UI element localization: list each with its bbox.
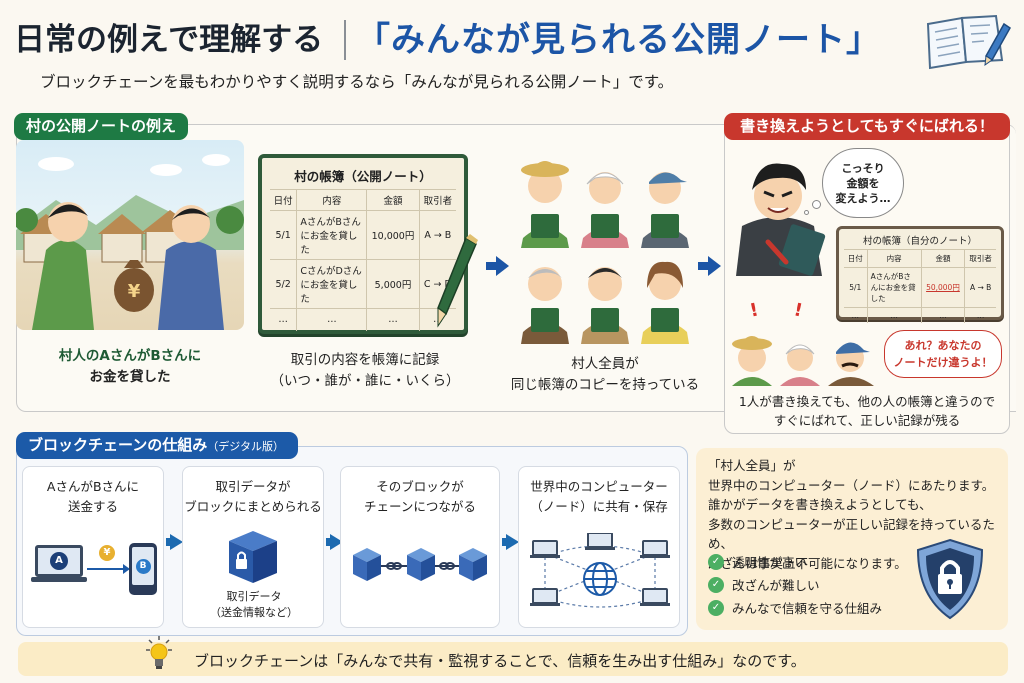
check-icon: ✓ bbox=[708, 599, 724, 616]
own-ledger-table: 日付 内容 金額 取引者 5/1 AさんがBさんにお金を貸した 50,000円 … bbox=[844, 249, 996, 323]
ledger-title: 村の帳簿（公開ノート） bbox=[294, 169, 432, 184]
checklist-item: ✓改ざんが難しい bbox=[708, 573, 882, 596]
thought-bubble-dot bbox=[812, 200, 821, 209]
node-b-badge: B bbox=[135, 558, 151, 574]
smartphone-icon: B bbox=[129, 543, 157, 595]
step-chain: そのブロックが チェーンにつながる bbox=[340, 466, 500, 628]
scene1-caption: 村人のAさんがBさんに お金を貸した bbox=[16, 346, 244, 388]
node-a-badge: A bbox=[50, 552, 68, 570]
scene1-caption-line1: 村人のAさんがBさんに bbox=[58, 348, 202, 364]
scene2-caption: 取引の内容を帳簿に記録 （いつ・誰が・誰に・いくら） bbox=[250, 350, 480, 392]
ledger-row: … … … … bbox=[270, 308, 456, 331]
tampered-amount: 50,000円 bbox=[920, 267, 965, 308]
check-icon: ✓ bbox=[708, 576, 724, 593]
tamper-caption-line2: すぐにばれて、正しい記録が残る bbox=[773, 413, 961, 428]
villager bbox=[521, 161, 569, 248]
ledger-table: 日付 内容 金額 取引者 5/1 AさんがBさんにお金を貸した 10,000円 … bbox=[270, 189, 456, 331]
step-title: 世界中のコンピューター （ノード）に共有・保存 bbox=[530, 479, 668, 514]
notebook-pencil-icon bbox=[922, 12, 1012, 72]
surprised-villagers-illustration bbox=[728, 322, 878, 386]
check-icon: ✓ bbox=[708, 553, 724, 570]
arrow-right-icon bbox=[166, 534, 183, 550]
page-subtitle: ブロックチェーンを最もわかりやすく説明するなら「みんなが見られる公開ノート」です… bbox=[40, 73, 674, 91]
tampering-villager-illustration bbox=[728, 146, 838, 276]
blockchain-section-label: ブロックチェーンの仕組み（デジタル版） bbox=[16, 432, 299, 459]
page-title-highlight: 「みんなが見られる公開ノート」 bbox=[356, 20, 881, 60]
footer-message: ブロックチェーンは「みんなで共有・監視することで、信頼を生み出す仕組み」なのです… bbox=[194, 652, 806, 670]
node-network-icon bbox=[525, 532, 675, 617]
ledger-row: 5/1 AさんがBさんにお金を貸した 50,000円 A → B bbox=[844, 267, 996, 308]
ledger-col-party: 取引者 bbox=[418, 189, 456, 211]
scene3-caption-line1: 村人全員が bbox=[571, 356, 639, 372]
scene2-caption-line2: （いつ・誰が・誰に・いくら） bbox=[270, 373, 460, 389]
thought-bubble-dot bbox=[804, 210, 809, 215]
arrow-right-icon bbox=[698, 256, 721, 276]
info-text: 「村人全員」が 世界中のコンピューター（ノード）にあたります。 誰かがデータを書… bbox=[708, 458, 995, 571]
step-title: そのブロックが チェーンにつながる bbox=[364, 479, 476, 514]
arrow-right-icon bbox=[326, 534, 343, 550]
pencil-icon bbox=[432, 234, 482, 330]
checklist-item: ✓透明性が高い bbox=[708, 550, 882, 573]
block-sub-caption: 取引データ （送金情報など） bbox=[210, 590, 298, 619]
village-ledger-notebook: 村の帳簿（公開ノート） 日付 内容 金額 取引者 5/1 AさんがBさんにお金を… bbox=[258, 154, 468, 334]
scene3-caption: 村人全員が 同じ帳簿のコピーを持っている bbox=[500, 354, 710, 396]
ledger-row: 5/1 AさんがBさんにお金を貸した 10,000円 A → B bbox=[270, 210, 456, 260]
benefit-checklist: ✓透明性が高い ✓改ざんが難しい ✓みんなで信頼を守る仕組み bbox=[708, 550, 882, 619]
village-section-label: 村の公開ノートの例え bbox=[14, 113, 189, 140]
step-title: 取引データが ブロックにまとめられる bbox=[184, 479, 322, 514]
villagers-illustration bbox=[515, 148, 695, 348]
page-title-left: 日常の例えで理解する bbox=[14, 22, 324, 58]
ledger-row: 5/2 CさんがDさんにお金を貸した 5,000円 C → D bbox=[270, 259, 456, 309]
village-illustration: ¥ bbox=[16, 140, 244, 330]
transfer-arrowhead-icon bbox=[123, 564, 130, 574]
thought-bubble: こっそり 金額を 変えよう… bbox=[822, 148, 904, 218]
checklist-item: ✓みんなで信頼を守る仕組み bbox=[708, 596, 882, 619]
scene1-caption-line2: お金を貸した bbox=[89, 369, 171, 385]
chained-blocks-icon bbox=[351, 545, 491, 585]
tamper-section-label: 書き換えようとしてもすぐにばれる！ bbox=[724, 113, 1010, 140]
speech-bubble: あれ？あなたの ノートだけ違うよ！ bbox=[884, 330, 1002, 378]
scene2-caption-line1: 取引の内容を帳簿に記録 bbox=[290, 352, 440, 368]
scene3-caption-line2: 同じ帳簿のコピーを持っている bbox=[510, 377, 700, 393]
block-lock-icon bbox=[223, 527, 283, 585]
tamper-caption: 1人が書き換えても、他の人の帳簿と違うので すぐにばれて、正しい記録が残る bbox=[724, 392, 1010, 430]
arrow-right-icon bbox=[486, 256, 509, 276]
ledger-col-amount: 金額 bbox=[366, 189, 420, 211]
arrow-right-icon bbox=[502, 534, 519, 550]
step-send: AさんがBさんに 送金する A ¥ B bbox=[22, 466, 164, 628]
title-divider bbox=[344, 20, 346, 60]
step-network: 世界中のコンピューター （ノード）に共有・保存 bbox=[518, 466, 680, 628]
lightbulb-icon bbox=[146, 636, 172, 676]
own-ledger-title: 村の帳簿（自分のノート） bbox=[862, 236, 977, 247]
ledger-row: … … … … bbox=[844, 307, 996, 323]
transfer-arrow-icon bbox=[87, 568, 125, 570]
ledger-col-content: 内容 bbox=[296, 189, 367, 211]
step-title: AさんがBさんに 送金する bbox=[46, 479, 140, 514]
own-ledger-notebook: 村の帳簿（自分のノート） 日付 内容 金額 取引者 5/1 AさんがBさんにお金… bbox=[836, 226, 1004, 323]
tamper-caption-line1: 1人が書き換えても、他の人の帳簿と違うので bbox=[738, 394, 996, 409]
ledger-col-date: 日付 bbox=[270, 189, 297, 211]
shield-lock-icon bbox=[914, 538, 986, 620]
svg-text:¥: ¥ bbox=[128, 281, 141, 302]
laptop-icon: A bbox=[31, 545, 87, 587]
step-block: 取引データが ブロックにまとめられる 取引データ （送金情報など） bbox=[182, 466, 324, 628]
footer-banner: ブロックチェーンは「みんなで共有・監視することで、信頼を生み出す仕組み」なのです… bbox=[18, 636, 1008, 676]
yen-coin-icon: ¥ bbox=[99, 545, 115, 561]
